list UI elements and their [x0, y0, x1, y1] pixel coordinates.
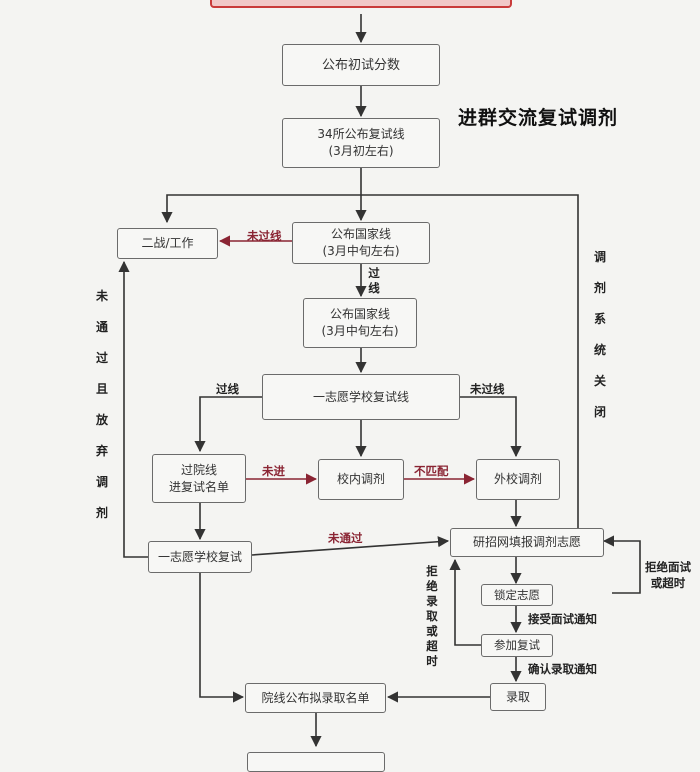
label-not-passed-line: 未过线 — [470, 382, 505, 396]
label-char: 未 — [95, 289, 108, 303]
label-char: 调 — [95, 475, 108, 489]
label-char: 超 — [426, 639, 438, 653]
node-label: 二战/工作 — [141, 236, 194, 250]
node-sublabel: (3月中旬左右) — [322, 244, 400, 258]
arrow-giveup-to-retry — [118, 260, 148, 558]
node-retry-or-work: 二战/工作 — [117, 228, 218, 259]
label-char: 关 — [593, 374, 606, 388]
node-label: 院线公布拟录取名单 — [261, 690, 370, 705]
node-sublabel: (3月初左右) — [328, 144, 394, 158]
label-line: 拒绝面试 — [645, 560, 691, 574]
node-national-line-2: 公布国家线 (3月中旬左右) — [303, 298, 417, 348]
label-char: 系 — [593, 312, 606, 326]
label-system-closed: 调 剂 系 统 关 闭 — [592, 242, 608, 428]
label-passed-line: 过线 — [216, 382, 239, 396]
arrow-refuse-interview-loop — [602, 535, 641, 594]
label-char: 时 — [426, 654, 438, 668]
arrow-retest-to-yanzhao — [251, 536, 450, 556]
label-char: 放 — [95, 413, 108, 427]
node-sublabel: 进复试名单 — [168, 479, 229, 494]
node-lock-choice: 锁定志愿 — [481, 584, 553, 606]
arrow-to-external — [460, 396, 522, 458]
node-publish-initial-scores: 公布初试分数 — [282, 44, 440, 86]
label-char: 取 — [426, 609, 438, 623]
label-char: 录 — [426, 594, 438, 608]
node-bottom-partial — [247, 752, 385, 772]
label-char: 过 — [95, 351, 108, 365]
node-yanzhao-fill: 研招网填报调剂志愿 — [450, 528, 604, 557]
label-not-passed-give-up: 未 通 过 且 放 弃 调 剂 — [94, 281, 110, 529]
arrow-retest-to-list — [199, 573, 245, 703]
label-char: 弃 — [95, 444, 108, 458]
label-accept-interview: 接受面试通知 — [528, 612, 597, 626]
arrow-to-passed-school — [194, 396, 262, 453]
label-char: 且 — [95, 382, 108, 396]
node-external-adjust: 外校调剂 — [476, 459, 560, 500]
node-publish-admit-list: 院线公布拟录取名单 — [245, 683, 386, 713]
node-join-retest: 参加复试 — [481, 634, 553, 657]
label-not-passed-retest: 未通过 — [328, 531, 363, 545]
node-label: 一志愿学校复试 — [157, 549, 242, 564]
node-label: 锁定志愿 — [494, 587, 540, 602]
label-passed-national: 过 线 — [367, 266, 381, 296]
node-label: 公布国家线 — [330, 227, 391, 241]
label-char: 或 — [426, 624, 438, 638]
label-char: 剂 — [593, 281, 606, 295]
group-chat-heading: 进群交流复试调剂 — [458, 107, 619, 129]
node-first-choice-retest: 一志愿学校复试 — [148, 541, 252, 573]
node-first-choice-line: 一志愿学校复试线 — [262, 374, 460, 420]
node-34-schools-line: 34所公布复试线 (3月初左右) — [282, 118, 440, 168]
label-char: 剂 — [95, 506, 108, 520]
label-mismatch: 不匹配 — [414, 464, 449, 478]
node-label: 34所公布复试线 — [317, 127, 405, 141]
node-label: 校内调剂 — [336, 472, 385, 486]
node-label: 过院线 — [180, 462, 217, 477]
node-sublabel: (3月中旬左右) — [321, 324, 399, 338]
node-label: 录取 — [505, 689, 530, 704]
label-char: 绝 — [426, 579, 438, 593]
label-refuse-admit: 拒 绝 录 取 或 超 时 — [425, 564, 439, 669]
node-label: 研招网填报调剂志愿 — [472, 535, 581, 549]
label-confirm-admit: 确认录取通知 — [528, 662, 597, 676]
label-line: 或超时 — [650, 576, 686, 590]
title-banner — [210, 0, 512, 8]
arrow-34-to-retry — [161, 168, 362, 224]
label-not-passed-national: 未过线 — [247, 229, 282, 243]
label-char: 拒 — [426, 564, 438, 578]
label-not-entered: 未进 — [262, 464, 285, 478]
node-label: 参加复试 — [494, 638, 540, 652]
label-char: 调 — [593, 250, 606, 264]
node-label: 外校调剂 — [493, 472, 542, 486]
label-char: 过 — [368, 266, 380, 280]
label-char: 闭 — [593, 405, 606, 419]
node-national-line-1: 公布国家线 (3月中旬左右) — [292, 222, 430, 264]
node-passed-school-line: 过院线 进复试名单 — [152, 454, 246, 503]
node-label: 公布国家线 — [329, 307, 390, 321]
node-admit: 录取 — [490, 683, 546, 711]
label-char: 线 — [368, 281, 380, 295]
label-char: 通 — [95, 320, 108, 334]
node-label: 公布初试分数 — [321, 57, 400, 73]
label-refuse-interview: 拒绝面试 或超时 — [645, 559, 691, 591]
arrow-refuse-admit-loop — [449, 558, 481, 646]
node-internal-adjust: 校内调剂 — [318, 459, 404, 500]
label-char: 统 — [593, 343, 606, 357]
node-label: 一志愿学校复试线 — [312, 389, 409, 404]
